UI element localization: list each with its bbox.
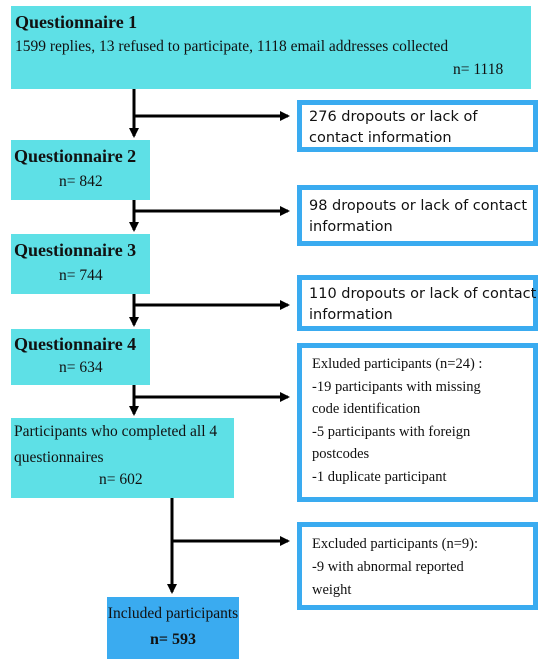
included-label: Included participants (107, 605, 239, 622)
questionnaire-3-box: Questionnaire 3 n= 744 (11, 234, 150, 294)
excluded-2-line: -9 with abnormal reported (312, 559, 464, 575)
dropout-3-line: information (309, 307, 393, 323)
completed-all-line: questionnaires (14, 449, 104, 466)
questionnaire-1-title: Questionnaire 1 (15, 12, 138, 32)
excluded-1-line: Exluded participants (n=24) : (312, 356, 483, 372)
dropout-1-box: 276 dropouts or lack of contact informat… (297, 100, 538, 152)
questionnaire-4-box: Questionnaire 4 n= 634 (11, 329, 150, 385)
excluded-2-box: Excluded participants (n=9): -9 with abn… (297, 522, 538, 610)
questionnaire-1-count: n= 1118 (453, 61, 504, 78)
completed-all-line: Participants who completed all 4 (14, 423, 218, 440)
dropout-3-box: 110 dropouts or lack of contact informat… (297, 275, 538, 331)
questionnaire-1-box: Questionnaire 1 1599 replies, 13 refused… (11, 6, 531, 89)
dropout-2-line: 98 dropouts or lack of contact (309, 198, 528, 214)
questionnaire-2-title: Questionnaire 2 (14, 146, 137, 166)
questionnaire-4-count: n= 634 (59, 359, 103, 376)
excluded-1-line: -1 duplicate participant (312, 468, 447, 485)
excluded-1-line: -19 participants with missing (312, 378, 481, 395)
questionnaire-3-count: n= 744 (59, 267, 103, 284)
dropout-3-line: 110 dropouts or lack of contact (309, 286, 537, 302)
excluded-1-line: code identification (312, 401, 421, 417)
questionnaire-2-count: n= 842 (59, 173, 103, 190)
included-box: Included participants n= 593 (107, 597, 239, 659)
questionnaire-3-title: Questionnaire 3 (14, 240, 137, 260)
excluded-2-line: Excluded participants (n=9): (312, 536, 479, 552)
excluded-1-line: -5 participants with foreign (312, 423, 471, 440)
dropout-1-line: contact information (309, 130, 452, 146)
questionnaire-1-detail: 1599 replies, 13 refused to participate,… (15, 38, 449, 55)
included-count: n= 593 (149, 631, 196, 648)
completed-all-count: n= 602 (99, 471, 143, 488)
questionnaire-4-title: Questionnaire 4 (14, 334, 137, 354)
questionnaire-2-box: Questionnaire 2 n= 842 (11, 140, 150, 200)
dropout-2-box: 98 dropouts or lack of contact informati… (297, 185, 538, 246)
excluded-2-line: weight (312, 582, 352, 598)
dropout-1-line: 276 dropouts or lack of (309, 109, 478, 125)
excluded-1-box: Exluded participants (n=24) : -19 partic… (297, 343, 538, 502)
completed-all-box: Participants who completed all 4 questio… (11, 418, 234, 498)
dropout-2-line: information (309, 219, 393, 235)
excluded-1-line: postcodes (312, 446, 370, 462)
